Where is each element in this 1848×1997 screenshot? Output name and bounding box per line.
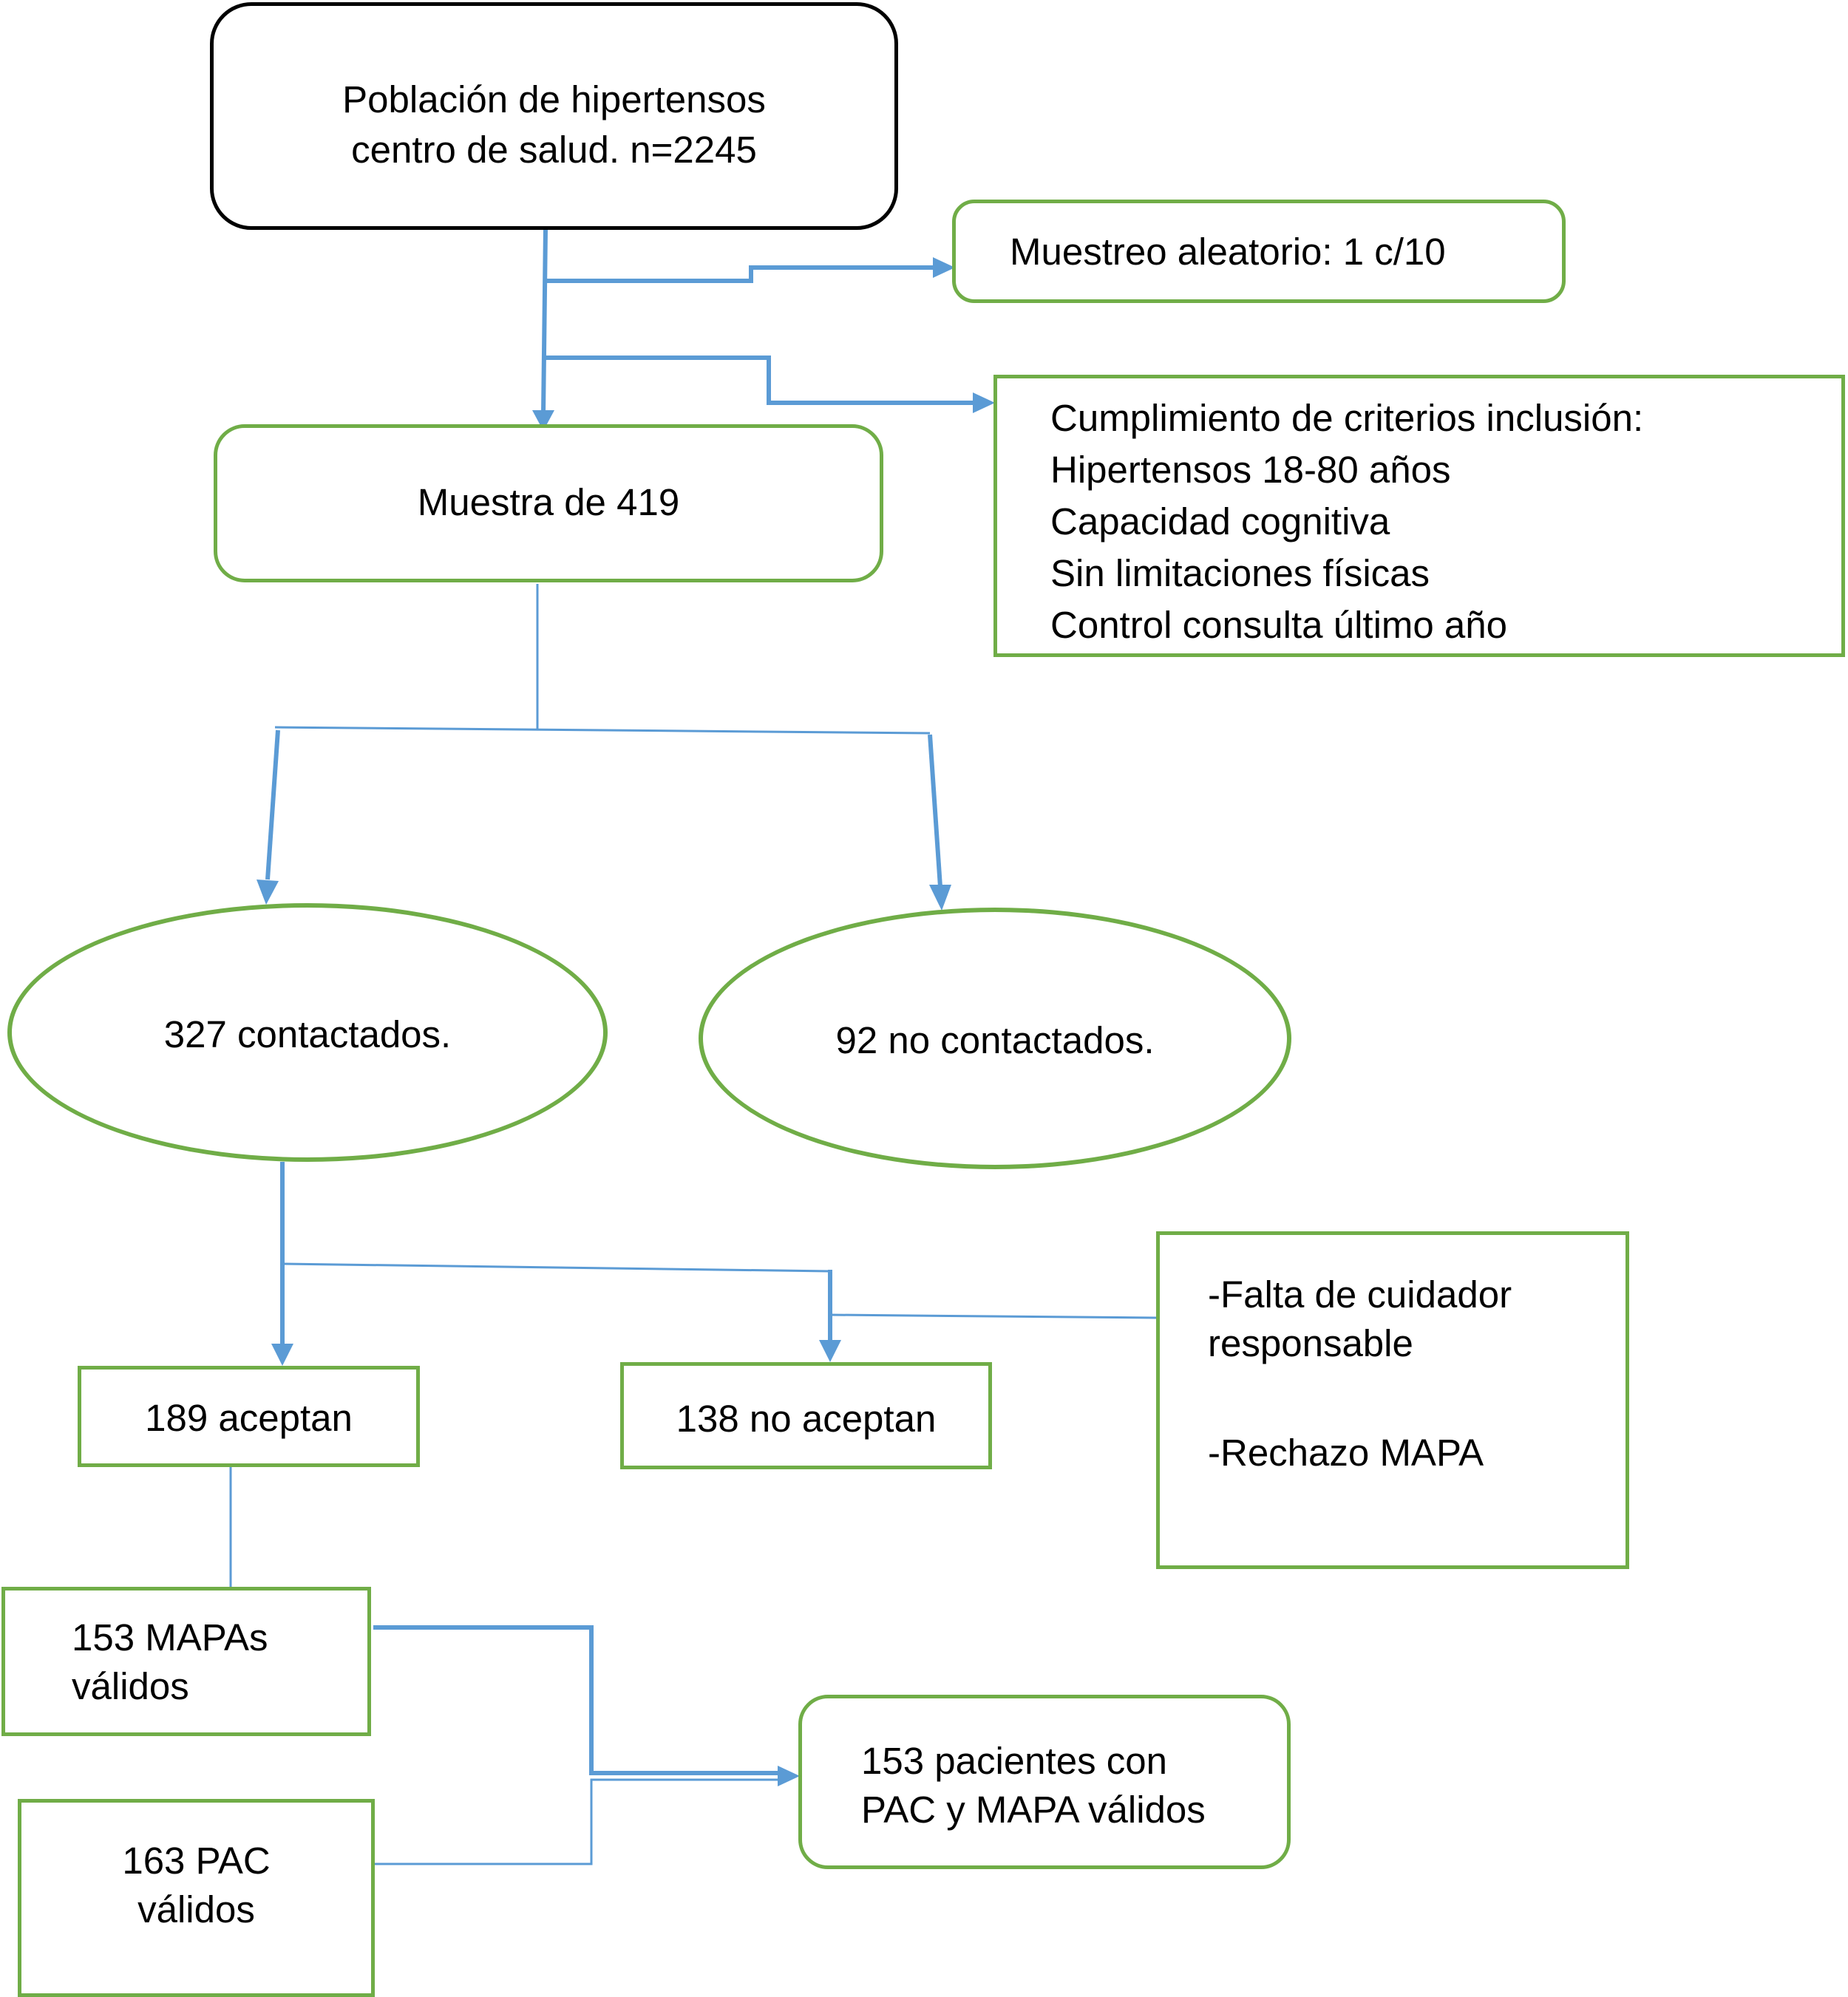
edge-population-random-sampling [546, 265, 935, 283]
contacted-text: 327 contactados. [163, 1013, 452, 1055]
arrowhead-sample [532, 410, 554, 431]
population-line-1: Población de hipertensos [342, 78, 766, 120]
arrowhead-final [778, 1766, 800, 1786]
sample-node: Muestra de 419 [214, 424, 883, 582]
reason-line: -Falta de cuidador [1208, 1273, 1512, 1316]
edge-sample-split [274, 584, 931, 735]
final-line-1: 153 pacientes con [861, 1740, 1167, 1782]
criteria-item: Capacidad cognitiva [1050, 500, 1390, 542]
arrowhead-contacted [257, 880, 279, 905]
arrowhead-random-sampling [933, 257, 955, 278]
refusal-reasons-node: -Falta de cuidador responsable -Rechazo … [1156, 1231, 1629, 1569]
final-line-2: PAC y MAPA válidos [861, 1789, 1206, 1831]
criteria-title: Cumplimiento de criterios inclusión: [1050, 397, 1644, 439]
edge-valid-opbm-final [375, 1778, 780, 1865]
accept-node: 189 aceptan [78, 1366, 420, 1467]
inclusion-criteria-node: Cumplimiento de criterios inclusión: Hip… [993, 375, 1845, 657]
edge-reasons-not-accept [829, 1313, 1157, 1319]
random-sampling-text: Muestreo aleatorio: 1 c/10 [1010, 231, 1446, 273]
not-accept-text: 138 no aceptan [676, 1398, 937, 1440]
criteria-item: Control consulta último año [1050, 604, 1508, 646]
population-line-2: centro de salud. n=2245 [351, 129, 757, 171]
valid-opbm-node: 163 PAC válidos [18, 1799, 375, 1997]
population-node: Población de hipertensos centro de salud… [210, 2, 898, 230]
edge-contacted-branch [283, 1262, 831, 1273]
valid-opbm-line-2: válidos [137, 1888, 255, 1930]
criteria-item: Hipertensos 18-80 años [1050, 449, 1451, 491]
not-accept-node: 138 no aceptan [620, 1362, 992, 1469]
random-sampling-node: Muestreo aleatorio: 1 c/10 [952, 200, 1566, 303]
edge-population-sample [541, 228, 548, 415]
valid-abpm-line-1: 153 MAPAs [72, 1616, 268, 1659]
arrowhead-not-contacted [929, 885, 951, 911]
edge-sample-contacted [265, 729, 280, 880]
reason-line: -Rechazo MAPA [1208, 1432, 1484, 1474]
not-contacted-text: 92 no contactados. [835, 1019, 1155, 1061]
criteria-item: Sin limitaciones físicas [1050, 552, 1430, 594]
not-contacted-node: 92 no contactados. [699, 908, 1291, 1169]
arrowhead-criteria [973, 392, 995, 413]
arrowhead-accept [271, 1344, 293, 1366]
sample-text: Muestra de 419 [417, 481, 680, 523]
edge-sample-not-contacted [928, 734, 942, 888]
contacted-node: 327 contactados. [7, 903, 608, 1162]
valid-abpm-line-2: válidos [72, 1665, 189, 1707]
reason-line: responsable [1208, 1322, 1413, 1364]
edge-valid-abpm-final [373, 1625, 780, 1775]
valid-abpm-node: 153 MAPAs válidos [1, 1587, 371, 1736]
final-node: 153 pacientes con PAC y MAPA válidos [798, 1695, 1291, 1869]
valid-opbm-line-1: 163 PAC [122, 1840, 271, 1882]
edge-population-criteria [546, 355, 976, 405]
arrowhead-not-accept [819, 1340, 841, 1362]
accept-text: 189 aceptan [145, 1397, 353, 1439]
